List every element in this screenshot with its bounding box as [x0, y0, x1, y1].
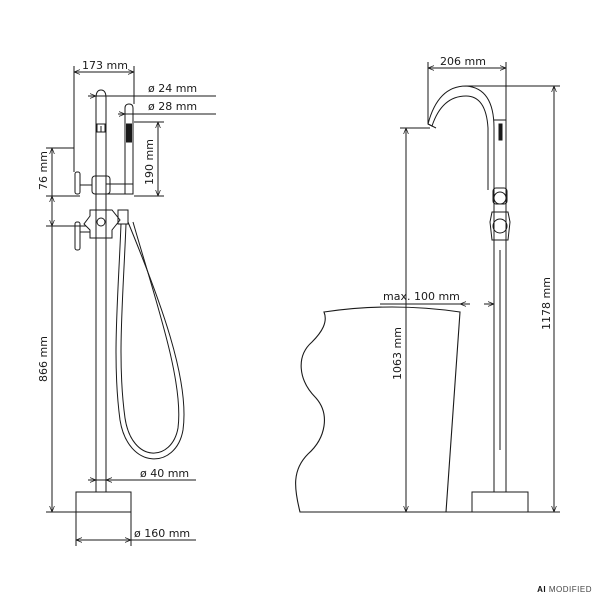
- label-total-height: 1178 mm: [540, 277, 553, 330]
- ai-badge-prefix: AI: [537, 585, 547, 594]
- spout-gooseneck-tip: [427, 123, 437, 129]
- ai-modified-badge: AI MODIFIED: [537, 585, 592, 594]
- spout-aerator: [96, 123, 106, 133]
- handshower: [124, 103, 134, 195]
- hose-connector: [117, 209, 129, 225]
- side-handshower-mark: [498, 123, 503, 141]
- handshower-grip-mark: [126, 123, 132, 143]
- label-column-dia: ø 40 mm: [140, 467, 189, 480]
- label-tub-clearance: max. 100 mm: [383, 290, 460, 303]
- side-upper-handle-body: [492, 187, 508, 205]
- bathtub-profile: [295, 306, 461, 513]
- faucet-base: [75, 491, 132, 513]
- spout-upper-section: [493, 119, 507, 190]
- ai-badge-suffix: MODIFIED: [548, 585, 592, 594]
- label-base-dia: ø 160 mm: [134, 527, 190, 540]
- side-lower-handle: [492, 218, 508, 234]
- right-view: [295, 62, 560, 513]
- faucet-column: [95, 89, 107, 493]
- upper-handle-lever: [74, 171, 81, 195]
- label-reach: 206 mm: [440, 55, 486, 68]
- label-handshower-dia: ø 28 mm: [148, 100, 197, 113]
- mixer-body-lower: [83, 209, 121, 239]
- label-spout-dia: ø 24 mm: [148, 82, 197, 95]
- side-lower-body: [489, 211, 511, 241]
- label-width: 173 mm: [82, 59, 128, 72]
- label-handshower-length: 190 mm: [143, 139, 156, 185]
- side-upper-handle: [493, 191, 507, 205]
- left-view: [46, 66, 216, 546]
- diverter-knob: [96, 217, 106, 227]
- label-spout-height: 866 mm: [37, 336, 50, 382]
- label-spout-over-floor: 1063 mm: [391, 327, 404, 380]
- mixer-body-upper: [91, 175, 111, 195]
- lower-handle-lever: [74, 221, 81, 251]
- handshower-holder: [105, 183, 134, 195]
- spout-gooseneck-outer: [427, 85, 495, 190]
- shower-hose: [115, 221, 185, 460]
- label-handle-height: 76 mm: [37, 151, 50, 190]
- side-base: [471, 491, 529, 513]
- shower-hose-inner: [120, 221, 180, 454]
